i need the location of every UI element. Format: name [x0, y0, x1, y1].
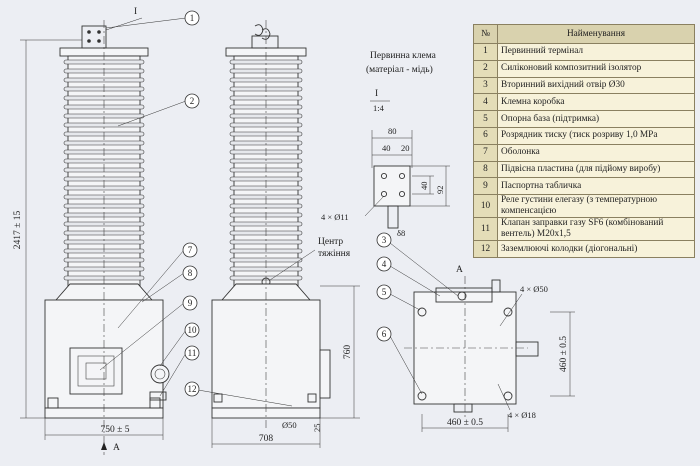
dim-92: 92 [435, 186, 445, 195]
density-relay [150, 364, 170, 384]
holes-label: 4 × Ø11 [321, 212, 349, 222]
callout-6: 6 [382, 329, 387, 339]
row-name: Первинний термінал [497, 43, 695, 61]
callout-11: 11 [188, 348, 197, 358]
callout-1: 1 [190, 13, 195, 23]
dim-80: 80 [388, 126, 397, 136]
dim-diam-50: Ø50 [282, 420, 297, 430]
row-name: Клапан заправки газу SF6 (комбінований в… [497, 217, 695, 242]
row-name: Підвісна пластина (для підйому виробу) [497, 160, 695, 179]
callouts: I 1 2 7 8 9 10 11 12 3 4 5 6 [99, 7, 459, 407]
base-holes-label: 4 × Ø18 [508, 410, 536, 420]
dim-width-side: 708 [259, 434, 274, 444]
row-name: Клемна коробка [497, 93, 695, 112]
row-number: 1 [473, 43, 498, 61]
row-number: 9 [473, 177, 498, 196]
row-number: 11 [473, 217, 498, 242]
parts-header-no: № [473, 24, 498, 44]
dim-height-total: 2417 ± 15 [13, 211, 23, 250]
centre-label-2: тяжіння [318, 249, 351, 259]
terminal-plate [373, 165, 411, 207]
callout-7: 7 [188, 245, 193, 255]
callout-3: 3 [382, 235, 387, 245]
row-number: 10 [473, 194, 498, 219]
front-terminal-box [69, 347, 123, 395]
dim-height-base: 760 [343, 345, 353, 360]
detail-title-1: Первинна клема [370, 51, 437, 61]
row-name: Опорна база (підтримка) [497, 110, 695, 128]
row-name: Силіконовий композитний ізолятор [497, 59, 695, 78]
ref-I: I [134, 7, 137, 17]
primary-terminal-front [81, 25, 107, 49]
callout-12: 12 [188, 384, 197, 394]
plan-terminal-box [435, 287, 493, 303]
callout-2: 2 [190, 96, 195, 106]
row-name: Паспортна табличка [497, 177, 695, 196]
dim-40a: 40 [382, 143, 391, 153]
callout-8: 8 [188, 268, 193, 278]
row-number: 2 [473, 59, 498, 78]
row-number: 3 [473, 76, 498, 95]
front-insulator-sheds [63, 59, 145, 281]
dim-width-front: 750 ± 5 [101, 425, 130, 435]
row-name: Заземлюючі колодки (діогональні) [497, 240, 695, 258]
callout-9: 9 [188, 298, 193, 308]
detail-scale: 1:4 [373, 103, 385, 113]
callout-5: 5 [382, 287, 387, 297]
dim-base-w: 460 ± 0.5 [447, 418, 483, 428]
row-name: Розрядник тиску (тиск розриву 1,0 MPa [497, 126, 695, 145]
front-view: 2417 ± 15 750 ± 5 A [13, 20, 170, 455]
detail-terminal: Первинна клема (матеріал - мідь) I 1:4 8… [321, 51, 450, 238]
row-number: 4 [473, 93, 498, 112]
view-a-top: A [456, 265, 463, 275]
dim-40b: 40 [419, 182, 429, 191]
side-view: Центр тяжіння 760 708 Ø50 25 [211, 20, 360, 448]
detail-ref: I [375, 89, 378, 99]
callout-4: 4 [382, 259, 387, 269]
side-flange-port [319, 349, 331, 399]
row-number: 6 [473, 126, 498, 145]
centre-label-1: Центр [318, 237, 343, 247]
dim-20: 20 [401, 143, 410, 153]
top-holes-label: 4 × Ø50 [520, 284, 548, 294]
view-a-label: A [113, 443, 120, 453]
row-name: Оболонка [497, 143, 695, 162]
dim-25: 25 [312, 424, 322, 433]
detail-title-2: (матеріал - мідь) [366, 64, 433, 75]
row-number: 5 [473, 110, 498, 128]
parts-header-name: Найменування [497, 24, 695, 44]
dim-base-h: 460 ± 0.5 [559, 336, 569, 372]
row-name: Вторинний вихідний отвір Ø30 [497, 76, 695, 95]
callout-10: 10 [188, 325, 198, 335]
thickness-label: δ8 [397, 228, 405, 238]
row-number: 8 [473, 160, 498, 179]
row-number: 12 [473, 240, 498, 258]
row-name: Реле густини елегазу (з температурною ко… [497, 194, 695, 219]
row-number: 7 [473, 143, 498, 162]
plan-view: A 4 × Ø50 4 × Ø18 460 ± 0.5 460 ± 0.5 [404, 265, 575, 432]
